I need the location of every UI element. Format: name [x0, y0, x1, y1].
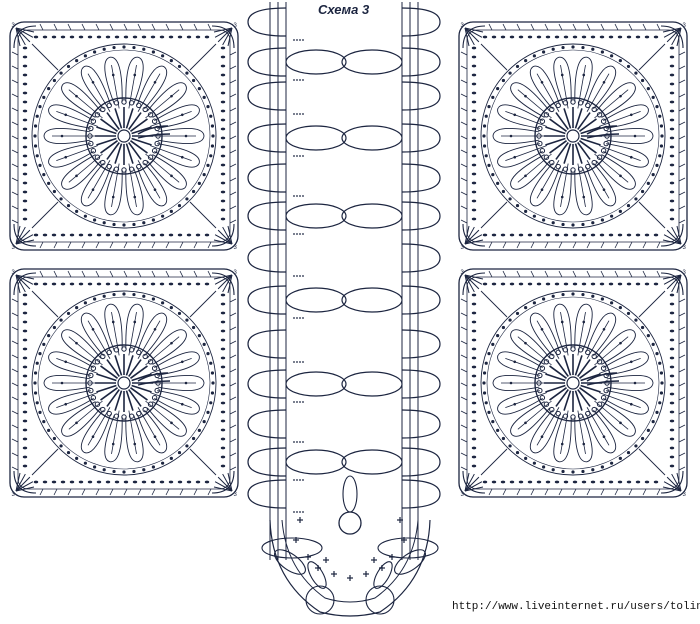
corner-number: 3: [12, 492, 16, 498]
flower-petals: [492, 303, 654, 463]
corner-fan: [462, 470, 486, 494]
corner-fan: [211, 470, 235, 494]
source-url: http://www.liveinternet.ru/users/toling/: [452, 601, 700, 613]
corner-number: 3: [12, 23, 16, 29]
corner-fan: [13, 223, 37, 247]
outer-ring-stitches: [482, 45, 664, 227]
corner-number: 3: [234, 23, 238, 29]
corner-fan: [462, 223, 486, 247]
corner-fan: [211, 223, 235, 247]
corner-number: 3: [683, 492, 687, 498]
flower-petals: [43, 303, 205, 463]
corner-number: 3: [234, 245, 238, 251]
corner-number: 3: [234, 270, 238, 276]
edge-stitches: [22, 35, 226, 237]
corner-number: 3: [12, 270, 16, 276]
motif-top-right: 3 3 3 3: [458, 21, 688, 251]
corner-fan: [211, 25, 235, 49]
corner-number: 3: [683, 23, 687, 29]
edge-stitches: [471, 282, 675, 484]
motif-top-left: 3 3 3 3: [9, 21, 239, 251]
edge-stitches: [22, 282, 226, 484]
flower-petals: [492, 56, 654, 216]
outer-ring-stitches: [33, 45, 215, 227]
corner-fan: [13, 470, 37, 494]
corner-number: 3: [461, 492, 465, 498]
corner-number: 3: [461, 270, 465, 276]
central-strip: [247, 2, 441, 617]
corner-fan: [660, 223, 684, 247]
outer-ring-stitches: [482, 292, 664, 474]
corner-fan: [660, 272, 684, 296]
center-ring: [85, 97, 171, 175]
corner-fan: [660, 25, 684, 49]
corner-fan: [13, 25, 37, 49]
corner-number: 3: [12, 245, 16, 251]
corner-number: 3: [683, 245, 687, 251]
corner-number: 3: [461, 245, 465, 251]
center-ring: [85, 344, 171, 422]
corner-fan: [13, 272, 37, 296]
center-ring: [534, 97, 620, 175]
flower-petals: [43, 56, 205, 216]
corner-fan: [660, 470, 684, 494]
outer-ring-stitches: [33, 292, 215, 474]
corner-number: 3: [683, 270, 687, 276]
bottom-fan: [261, 475, 439, 617]
edge-stitches: [471, 35, 675, 237]
motif-bottom-left: 3 3 3 3: [9, 268, 239, 498]
motif-layer: 3 3 3 3 3 3 3 3 3 3 3 3 3 3 3 3: [9, 21, 688, 498]
diagram-title: Схема 3: [318, 2, 370, 17]
corner-fan: [211, 272, 235, 296]
corner-number: 3: [234, 492, 238, 498]
motif-bottom-right: 3 3 3 3: [458, 268, 688, 498]
corner-fan: [462, 25, 486, 49]
center-ring: [534, 344, 620, 422]
corner-number: 3: [461, 23, 465, 29]
corner-fan: [462, 272, 486, 296]
